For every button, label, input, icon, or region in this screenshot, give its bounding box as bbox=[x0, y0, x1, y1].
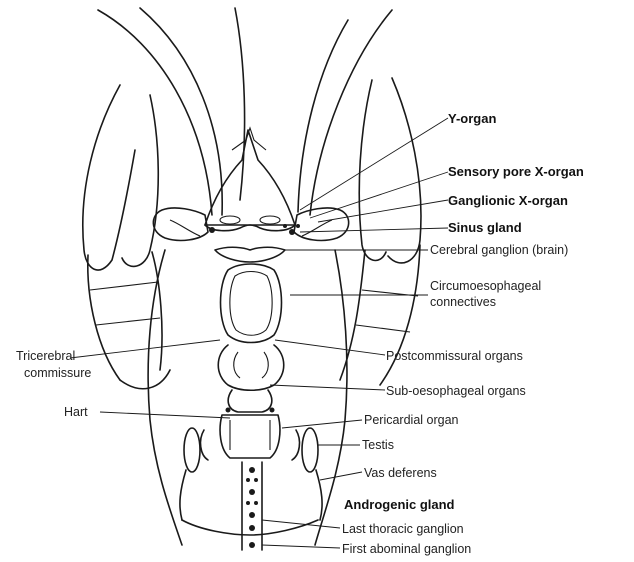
label-sensory-pore-x-organ: Sensory pore X-organ bbox=[448, 164, 584, 179]
label-first-abominal-ganglion: First abominal ganglion bbox=[342, 542, 471, 556]
label-circumoesophageal: Circumoesophageal bbox=[430, 279, 541, 293]
left-claw bbox=[83, 85, 170, 389]
antennae bbox=[98, 8, 392, 215]
rostrum bbox=[205, 128, 295, 231]
thoracic-ganglia bbox=[246, 467, 258, 548]
label-cerebral-ganglion: Cerebral ganglion (brain) bbox=[430, 243, 568, 257]
label-commissure: commissure bbox=[24, 366, 91, 380]
label-vas-deferens: Vas deferens bbox=[364, 466, 437, 480]
nerve-ring bbox=[215, 247, 285, 412]
label-last-thoracic-ganglion: Last thoracic ganglion bbox=[342, 522, 464, 536]
label-postcommissural-organs: Postcommissural organs bbox=[386, 349, 523, 363]
label-hart: Hart bbox=[64, 405, 88, 419]
eyestalks bbox=[153, 208, 348, 241]
label-y-organ: Y-organ bbox=[448, 111, 496, 126]
label-testis: Testis bbox=[362, 438, 394, 452]
label-connectives: connectives bbox=[430, 295, 496, 309]
label-sub-oesophageal-organs: Sub-oesophageal organs bbox=[386, 384, 526, 398]
label-tricerebral: Tricerebral bbox=[16, 349, 75, 363]
body-outline bbox=[148, 250, 347, 545]
heart-region bbox=[201, 408, 300, 461]
label-ganglionic-x-organ: Ganglionic X-organ bbox=[448, 193, 568, 208]
right-claw bbox=[340, 78, 421, 385]
ventral-nerve-cord bbox=[242, 462, 262, 550]
label-androgenic-gland: Androgenic gland bbox=[344, 497, 455, 512]
leader-lines bbox=[70, 118, 448, 548]
label-sinus-gland: Sinus gland bbox=[448, 220, 522, 235]
label-pericardial-organ: Pericardial organ bbox=[364, 413, 459, 427]
